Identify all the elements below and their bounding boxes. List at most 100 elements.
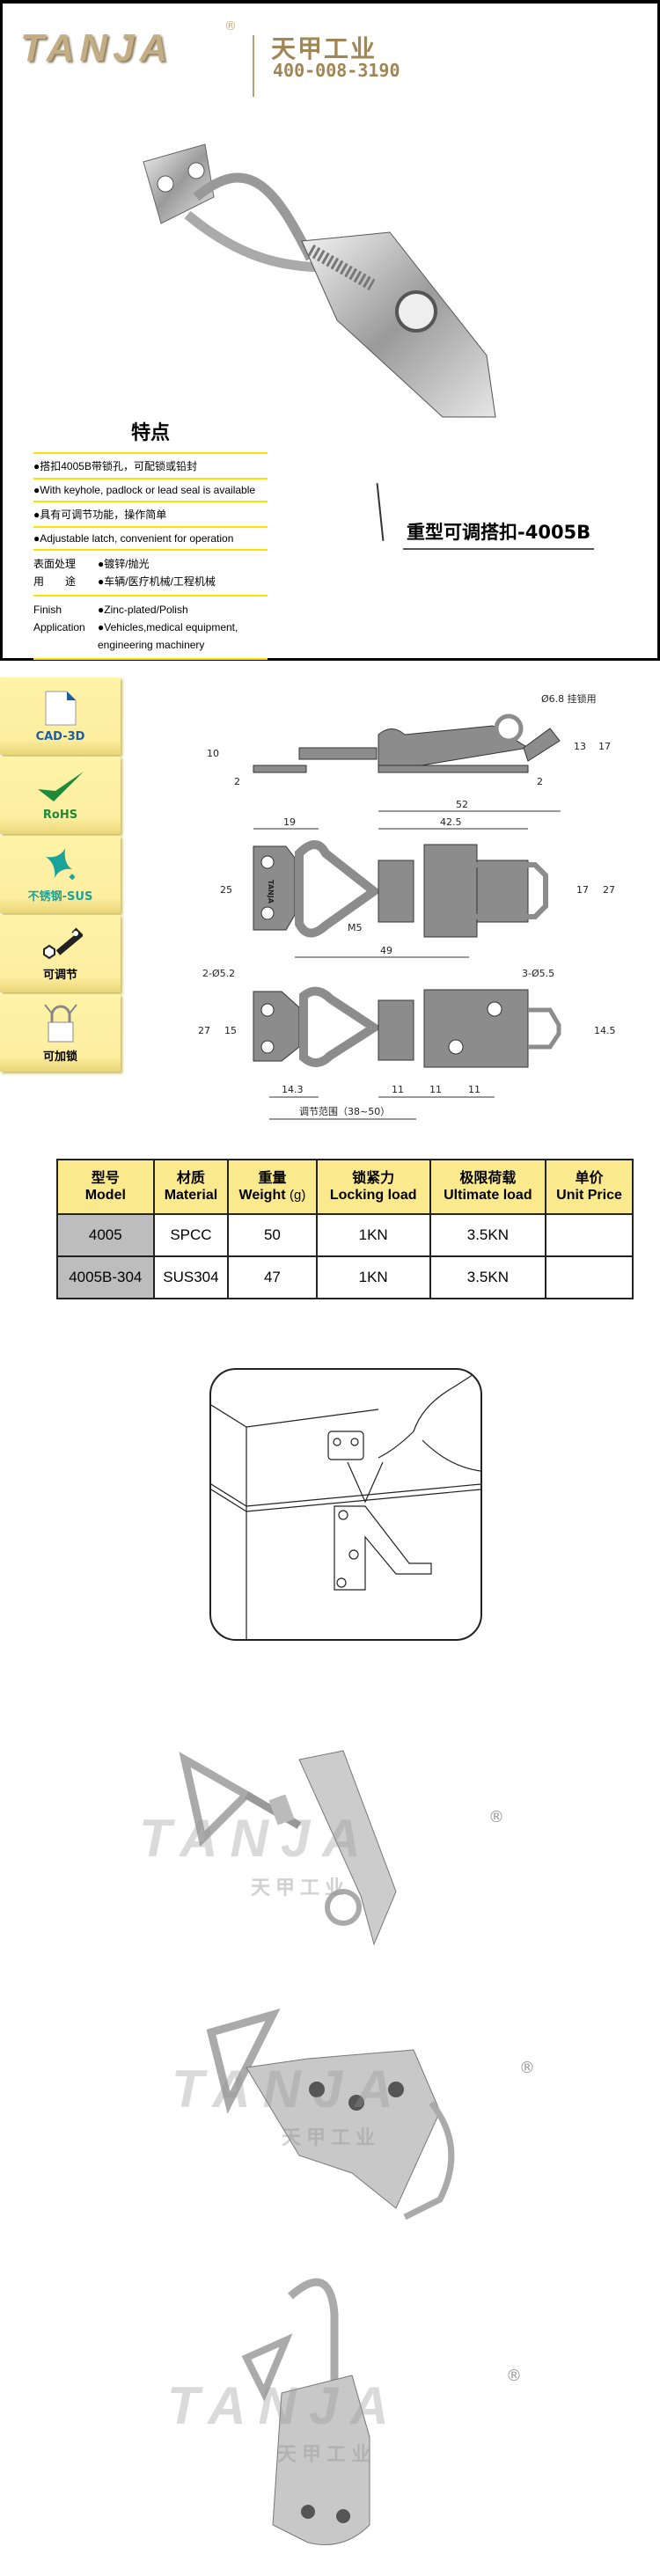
feature-item: ●具有可调节功能，操作简单 xyxy=(33,501,268,526)
hero-panel: TANJA ® 天甲工业 400-008-3190 特点 ●搭扣4005B带锁孔… xyxy=(0,0,660,661)
badge-label: 可加锁 xyxy=(42,1050,77,1064)
feature-badges: CAD-3D RoHS 不锈钢-SUS 可调节 可加锁 xyxy=(0,677,121,1073)
dim-holes-left: 2-Ø5.2 xyxy=(202,968,235,979)
badge-label: 可调节 xyxy=(42,968,77,982)
dim-49: 49 xyxy=(380,945,392,956)
padlock-icon xyxy=(43,1003,77,1042)
features-title: 特点 xyxy=(130,422,170,444)
cell-material: SPCC xyxy=(152,1213,230,1257)
brand-logo: TANJA xyxy=(20,26,173,70)
cell-weight: 50 xyxy=(227,1213,318,1257)
product-photo-front xyxy=(220,2261,484,2560)
logo-divider xyxy=(253,35,254,97)
brand-name-cn: 天甲工业 xyxy=(271,34,378,63)
dim-17a: 17 xyxy=(598,741,611,752)
features-panel: 特点 ●搭扣4005B带锁孔，可配锁或铅封 ●With keyhole, pad… xyxy=(33,417,268,660)
watermark-logo: TANJA xyxy=(139,1809,373,1868)
dim-14-5: 14.5 xyxy=(594,1025,616,1036)
finish-cn-label: 表面处理 xyxy=(33,558,77,570)
watermark-logo: TANJA xyxy=(167,2376,401,2435)
finish-cn-block: 表面处理●镀锌/抛光 用 途●车辆/医疗机械/工程机械 xyxy=(33,549,268,595)
dim-stamp: TANJA xyxy=(267,880,275,904)
table-row: 4005 SPCC 50 1KN 3.5KN xyxy=(56,1213,634,1257)
finish-cn-value: ●镀锌/抛光 xyxy=(98,558,150,570)
dimension-drawing: Ø6.8 挂锁用 10 2 2 13 17 52 42.5 19 25 17 2… xyxy=(198,692,616,1120)
watermark-reg: ® xyxy=(506,2367,522,2385)
checkmark-icon xyxy=(37,771,84,801)
watermark-cn: 天甲工业 xyxy=(251,1877,350,1899)
badge-label: 不锈钢-SUS xyxy=(27,889,93,904)
badge-stainless[interactable]: 不锈钢-SUS xyxy=(0,836,121,913)
watermark-reg: ® xyxy=(519,2059,535,2077)
badge-cad-3d[interactable]: CAD-3D xyxy=(0,677,121,755)
wrench-icon xyxy=(42,927,83,959)
finish-en-block: Finish ●Zinc-plated/Polish Application ●Ve… xyxy=(33,595,268,660)
dim-2b: 2 xyxy=(537,776,543,787)
product-photo-top xyxy=(176,1997,528,2226)
dim-19: 19 xyxy=(283,816,296,828)
cell-locking: 1KN xyxy=(315,1255,431,1299)
feature-item: ●Adjustable latch, convenient for operat… xyxy=(33,526,268,549)
application-en-value: ●Vehicles,medical equipment, xyxy=(98,621,238,633)
feature-item: ●搭扣4005B带锁孔，可配锁或铅封 xyxy=(33,452,268,478)
dim-52: 52 xyxy=(456,799,468,810)
cell-model: 4005B-304 xyxy=(56,1255,155,1299)
badge-adjustable[interactable]: 可调节 xyxy=(0,915,121,992)
badge-label: CAD-3D xyxy=(35,729,85,743)
dim-42-5: 42.5 xyxy=(440,816,462,828)
cell-locking: 1KN xyxy=(315,1213,431,1257)
dim-27a: 27 xyxy=(603,884,615,896)
dim-hole-note: Ø6.8 挂锁用 xyxy=(541,692,597,705)
dim-11a: 11 xyxy=(392,1084,404,1095)
phone-number: 400-008-3190 xyxy=(273,60,400,81)
watermark-logo: TANJA xyxy=(172,2060,406,2119)
dim-holes-right: 3-Ø5.5 xyxy=(522,968,554,979)
dim-adjust-range: 调节范围（38~50） xyxy=(299,1105,390,1117)
dim-17b: 17 xyxy=(576,884,589,896)
watermark-reg: ® xyxy=(488,1808,504,1826)
cell-price xyxy=(545,1255,634,1299)
dim-m5: M5 xyxy=(348,922,363,933)
application-cn-value: ●车辆/医疗机械/工程机械 xyxy=(98,575,216,588)
product-caption: 重型可调搭扣-4005B xyxy=(403,518,595,550)
dim-15: 15 xyxy=(224,1025,237,1036)
sparkle-icon xyxy=(45,847,76,880)
cell-price xyxy=(545,1213,634,1257)
dim-10: 10 xyxy=(207,748,219,759)
dim-13: 13 xyxy=(574,741,586,752)
cell-ultimate: 3.5KN xyxy=(429,1213,547,1257)
cell-weight: 47 xyxy=(227,1255,318,1299)
cell-model: 4005 xyxy=(56,1213,155,1257)
registered-mark: ® xyxy=(224,19,237,33)
dim-11c: 11 xyxy=(468,1084,480,1095)
dim-11b: 11 xyxy=(429,1084,442,1095)
badge-rohs[interactable]: RoHS xyxy=(0,757,121,834)
badge-label: RoHS xyxy=(42,808,78,822)
watermark-cn: 天甲工业 xyxy=(282,2127,381,2149)
application-en-value-2: engineering machinery xyxy=(98,639,205,651)
dim-14-3: 14.3 xyxy=(282,1084,304,1095)
application-en-label: Application xyxy=(33,621,85,633)
dim-2a: 2 xyxy=(234,776,240,787)
badge-lockable[interactable]: 可加锁 xyxy=(0,994,121,1072)
usage-illustration xyxy=(209,1368,482,1641)
finish-en-label: Finish xyxy=(33,604,62,616)
dim-25: 25 xyxy=(220,884,232,896)
table-row: 4005B-304 SUS304 47 1KN 3.5KN xyxy=(56,1255,634,1299)
hero-product-image xyxy=(143,143,496,418)
finish-en-value: ●Zinc-plated/Polish xyxy=(98,604,188,616)
caption-leader-line xyxy=(376,483,385,541)
watermark-cn: 天甲工业 xyxy=(277,2444,377,2466)
document-icon xyxy=(45,691,76,725)
dim-27b: 27 xyxy=(198,1025,210,1036)
feature-item: ●With keyhole, padlock or lead seal is a… xyxy=(33,478,268,501)
